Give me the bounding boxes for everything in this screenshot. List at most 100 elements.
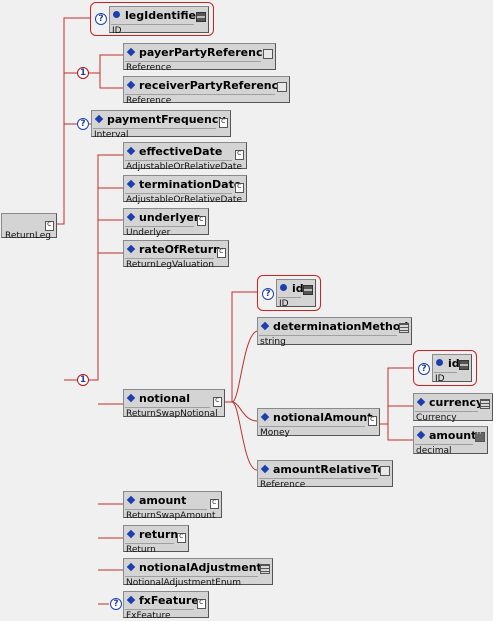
node-name: determinationMethod [273, 320, 409, 333]
attribute-frame-leg-identifier: ? legIdentifier ID [90, 2, 214, 36]
node-amount-decimal[interactable]: amount decimal [413, 426, 488, 456]
node-name: id [448, 357, 460, 370]
attribute-frame-money-id: ? id ID [413, 350, 477, 386]
node-type: string [260, 337, 286, 347]
node-determination-method[interactable]: determinationMethod string [257, 317, 412, 347]
node-type: Underlyer [126, 228, 171, 238]
node-type: Reference [126, 96, 172, 106]
node-name: notionalAdjustments [139, 561, 269, 574]
node-name: fxFeature [139, 594, 199, 607]
node-type: Reference [126, 63, 172, 73]
expand-icon[interactable] [197, 214, 206, 226]
node-amount[interactable]: amount ReturnSwapAmount [123, 491, 222, 521]
node-effective-date[interactable]: effectiveDate AdjustableOrRelativeDate [123, 142, 247, 172]
element-icon [260, 321, 270, 331]
optional-marker-fx-feature: ? [110, 598, 122, 610]
node-name: amountRelativeTo [273, 463, 385, 476]
node-return[interactable]: return Return [123, 525, 189, 555]
node-name: effectiveDate [139, 145, 223, 158]
simple-type-icon [196, 12, 206, 22]
expand-icon[interactable] [217, 246, 226, 258]
node-termination-date[interactable]: terminationDate AdjustableOrRelativeDate [123, 175, 247, 205]
node-type: ReturnSwapAmount [126, 511, 216, 521]
node-type: ReturnLegValuation [126, 260, 214, 270]
expand-icon[interactable] [197, 597, 206, 609]
node-notional[interactable]: notional ReturnSwapNotional [123, 389, 225, 419]
node-type: AdjustableOrRelativeDate [126, 195, 242, 205]
node-type: AdjustableOrRelativeDate [126, 162, 242, 172]
node-type: Reference [260, 480, 306, 490]
attribute-icon [113, 11, 120, 18]
empty-type-icon [380, 466, 390, 476]
optional-icon: ? [418, 363, 430, 375]
node-type: Interval [94, 130, 129, 140]
empty-type-icon [263, 49, 273, 59]
node-name: underlyer [139, 211, 200, 224]
node-name: legIdentifier [125, 9, 202, 22]
enumeration-icon [399, 323, 409, 333]
node-notional-adjustments[interactable]: notionalAdjustments NotionalAdjustmentEn… [123, 558, 273, 588]
node-name: currency [429, 396, 484, 409]
node-name: amount [139, 494, 187, 507]
expand-icon[interactable] [368, 414, 377, 426]
expand-icon[interactable] [45, 219, 54, 231]
node-name: receiverPartyReference [139, 79, 286, 92]
attribute-icon [436, 359, 443, 366]
simple-type-icon [475, 429, 485, 442]
attribute-icon [280, 284, 287, 291]
root-node-return-leg[interactable]: ReturnLeg [1, 213, 57, 241]
node-name: id [292, 282, 304, 295]
element-icon [260, 412, 270, 422]
expand-icon[interactable] [213, 395, 222, 407]
node-name: amount [429, 429, 477, 442]
enumeration-icon [480, 399, 490, 409]
sequence-marker-main: 1 [77, 374, 89, 386]
element-icon [260, 464, 270, 474]
node-type: decimal [416, 446, 452, 456]
node-type: NotionalAdjustmentEnum [126, 578, 242, 588]
node-leg-identifier[interactable]: legIdentifier ID [109, 6, 209, 36]
node-name: return [139, 528, 179, 541]
node-type: ID [435, 374, 445, 384]
node-type: ID [279, 299, 289, 309]
element-icon [126, 80, 136, 90]
expand-icon[interactable] [177, 531, 186, 543]
optional-icon: ? [95, 13, 107, 25]
simple-type-icon [303, 285, 313, 295]
attribute-frame-notional-id: ? id ID [257, 275, 321, 311]
sequence-marker-parties: 1 [77, 67, 89, 79]
element-icon [126, 393, 136, 403]
element-icon [126, 595, 136, 605]
node-money-id[interactable]: id ID [432, 354, 472, 384]
element-icon [126, 562, 136, 572]
node-name: notional [139, 392, 190, 405]
node-rate-of-return[interactable]: rateOfReturn ReturnLegValuation [123, 240, 229, 270]
node-name: payerPartyReference [139, 46, 270, 59]
node-name: paymentFrequency [107, 113, 226, 126]
node-payment-frequency[interactable]: paymentFrequency Interval [91, 110, 231, 140]
node-payer-party-reference[interactable]: payerPartyReference Reference [123, 43, 276, 73]
expand-icon[interactable] [235, 148, 244, 160]
optional-icon: ? [262, 288, 274, 300]
node-amount-relative-to[interactable]: amountRelativeTo Reference [257, 460, 393, 490]
node-name: terminationDate [139, 178, 242, 191]
node-type: Return [126, 545, 156, 555]
element-icon [126, 212, 136, 222]
node-notional-id[interactable]: id ID [276, 279, 316, 309]
node-type: ReturnSwapNotional [126, 409, 218, 419]
simple-type-icon [459, 360, 469, 370]
expand-icon[interactable] [219, 116, 228, 128]
element-icon [126, 179, 136, 189]
expand-icon[interactable] [210, 497, 219, 509]
node-type: FxFeature [126, 611, 171, 621]
node-notional-amount[interactable]: notionalAmount Money [257, 408, 380, 438]
node-type: ID [112, 26, 122, 36]
node-underlyer[interactable]: underlyer Underlyer [123, 208, 209, 238]
expand-icon[interactable] [235, 181, 244, 193]
optional-marker-payment-frequency: ? [77, 118, 89, 130]
node-fx-feature[interactable]: fxFeature FxFeature [123, 591, 209, 621]
element-icon [126, 529, 136, 539]
node-currency[interactable]: currency Currency [413, 393, 493, 423]
node-receiver-party-reference[interactable]: receiverPartyReference Reference [123, 76, 290, 106]
empty-type-icon [277, 82, 287, 92]
